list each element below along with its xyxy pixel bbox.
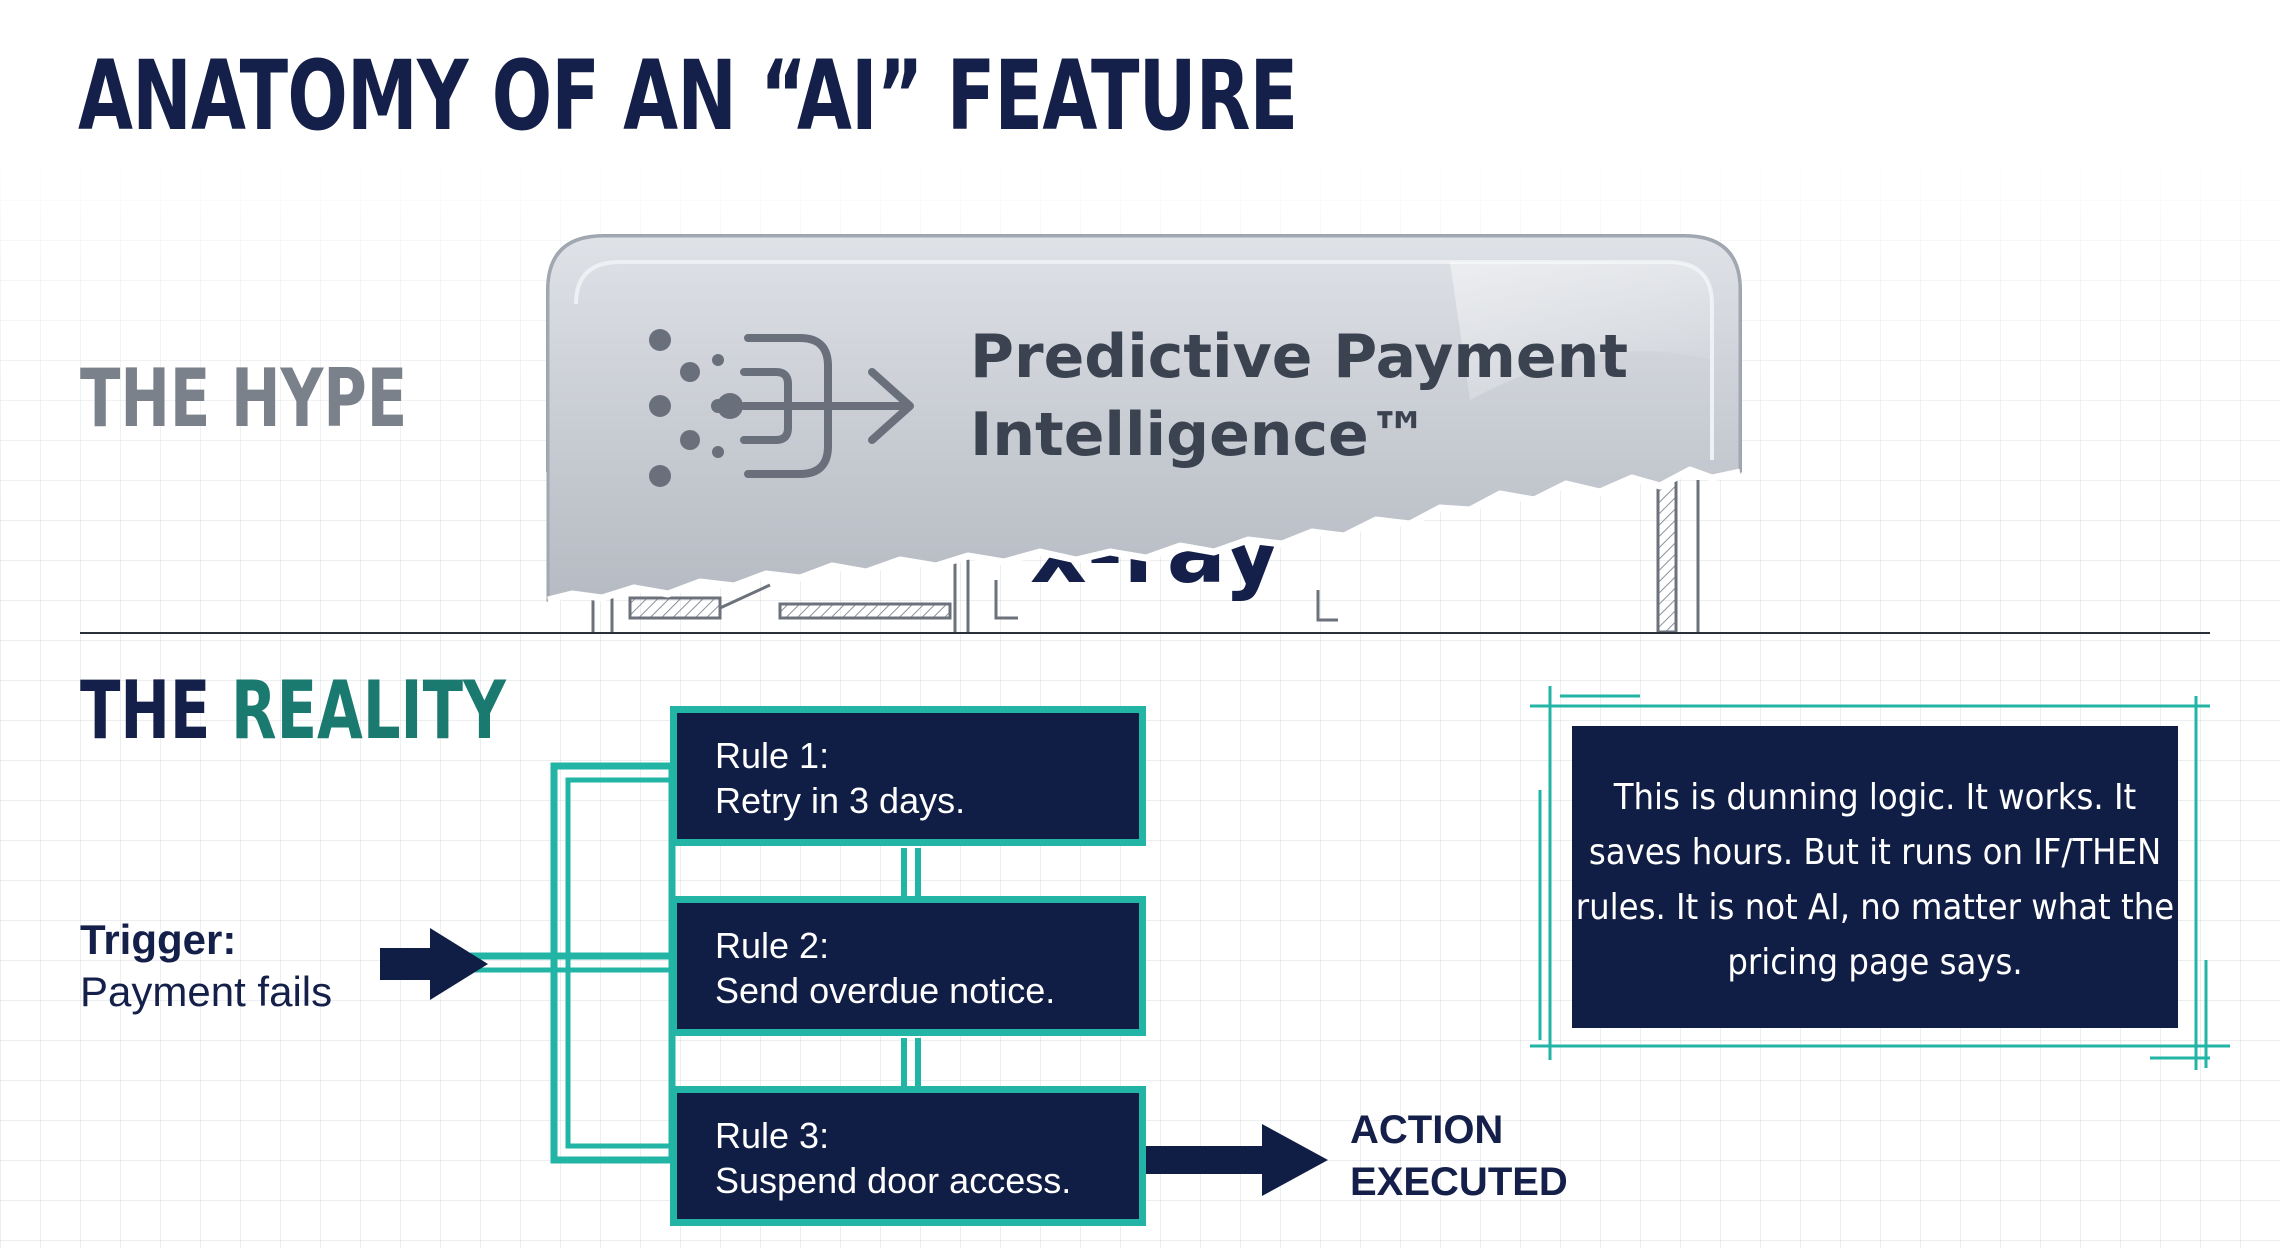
rule-title: Rule 3: xyxy=(715,1115,830,1156)
flow-arrow-icon xyxy=(649,329,914,487)
action-line-1: ACTION xyxy=(1350,1108,1504,1152)
trigger-label: Trigger: xyxy=(80,916,237,963)
note-box xyxy=(1572,726,2178,1028)
trigger-arrow-icon xyxy=(380,928,488,1000)
reality-label-accent: REALITY xyxy=(230,664,506,757)
note-frame xyxy=(1530,686,2230,1070)
note-text: This is dunning logic. It works. It save… xyxy=(1575,777,2175,983)
rule-title: Rule 1: xyxy=(715,735,830,776)
reality-label: THE REALITY xyxy=(80,664,506,757)
hype-label: THE HYPE xyxy=(80,352,408,445)
trigger-value: Payment fails xyxy=(80,968,333,1015)
rule-box-3: Rule 3: Suspend door access. xyxy=(670,1086,1146,1226)
rule-text: Send overdue notice. xyxy=(715,970,1056,1011)
action-arrow-icon xyxy=(1146,1124,1328,1196)
product-name: Predictive Payment Intelligence™ xyxy=(970,322,1629,470)
section-divider xyxy=(80,632,2210,634)
action-line-2: EXECUTED xyxy=(1350,1160,1568,1204)
rule-text: Suspend door access. xyxy=(715,1160,1072,1201)
trigger: Trigger: Payment fails xyxy=(80,914,332,1018)
rule-box-2: Rule 2: Send overdue notice. xyxy=(670,896,1146,1036)
rule-box-1: Rule 1: Retry in 3 days. xyxy=(670,706,1146,846)
page-title: ANATOMY OF AN “AI” FEATURE xyxy=(78,40,1298,152)
action-executed: ACTION EXECUTED xyxy=(1350,1104,1568,1208)
rule-text: Retry in 3 days. xyxy=(715,780,966,821)
reality-label-main: THE xyxy=(80,664,231,757)
rule-title: Rule 2: xyxy=(715,925,830,966)
